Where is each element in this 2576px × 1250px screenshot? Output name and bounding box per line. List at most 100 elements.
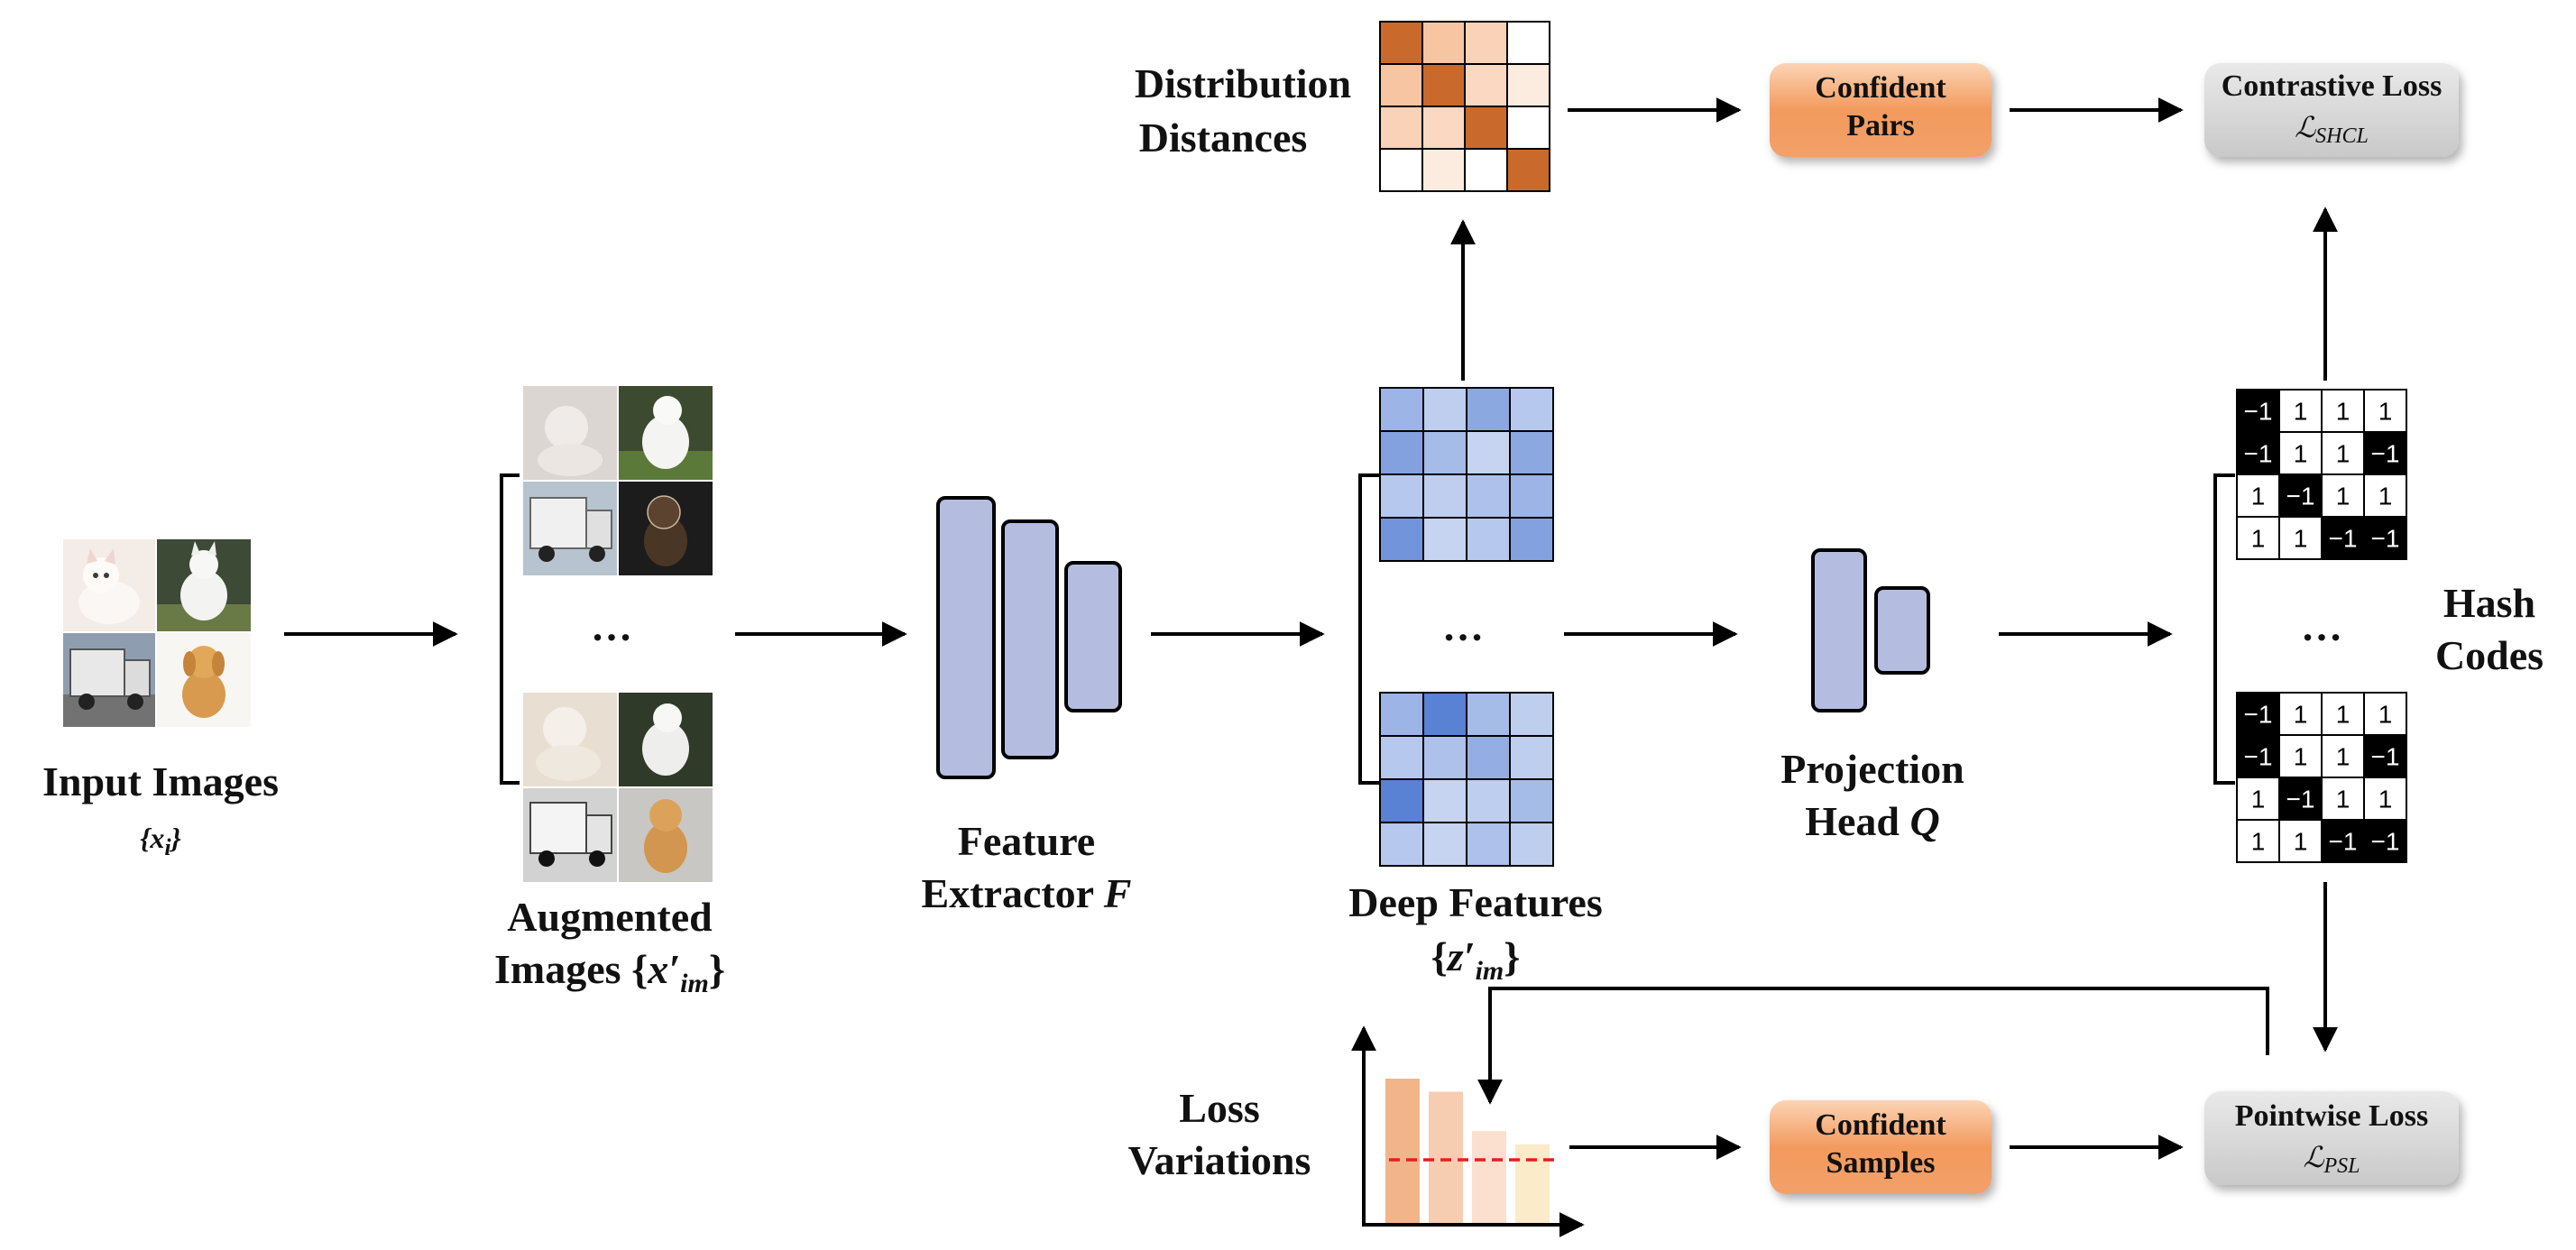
distance-cell xyxy=(1421,63,1466,107)
feature-cell xyxy=(1466,517,1511,562)
hash-codes-ellipsis: … xyxy=(2301,603,2342,649)
loss-bar xyxy=(1385,1079,1420,1223)
hash-cell-value: −1 xyxy=(2371,525,2400,553)
feature-cell xyxy=(1379,778,1424,823)
augmented-images-bottom xyxy=(523,693,713,882)
distance-cell xyxy=(1421,148,1466,192)
hash-cell-value: 1 xyxy=(2378,786,2393,813)
augmented-label-line1: Augmented xyxy=(507,894,713,940)
distance-cell xyxy=(1506,21,1550,65)
input-images-label: Input Images xyxy=(42,758,279,804)
feature-cell xyxy=(1422,778,1467,823)
hash-cell-value: 1 xyxy=(2294,828,2308,856)
distribution-distance-matrix xyxy=(1379,21,1550,192)
input-images-grid xyxy=(63,539,251,727)
distance-cell xyxy=(1421,21,1466,65)
projection-head xyxy=(1811,548,1930,712)
feature-extractor xyxy=(936,496,1122,779)
feature-cell xyxy=(1379,822,1424,867)
feature-cell xyxy=(1466,430,1511,475)
hash-cell-value: −1 xyxy=(2329,828,2358,856)
feature-cell xyxy=(1466,822,1511,867)
hash-cell-value: 1 xyxy=(2251,483,2266,510)
contrastive-loss-label: Contrastive Loss xyxy=(2222,69,2443,103)
feature-cell xyxy=(1422,387,1467,432)
hash-cell-value: −1 xyxy=(2244,701,2273,729)
hash-cell-value: 1 xyxy=(2336,483,2351,510)
hash-cell-value: 1 xyxy=(2251,786,2266,813)
input-image-puppy xyxy=(157,633,251,727)
feature-cell xyxy=(1379,517,1424,562)
loss-bars xyxy=(1385,1079,1550,1223)
confident-pairs-label-line1: Confident xyxy=(1815,71,1946,105)
hash-cell-value: 1 xyxy=(2294,440,2308,468)
feature-cell xyxy=(1466,473,1511,519)
confident-samples-label-line2: Samples xyxy=(1826,1146,1936,1180)
contrastive-loss-box xyxy=(2204,63,2459,157)
augmented-images-top xyxy=(523,386,713,575)
hash-cell-value: −1 xyxy=(2329,525,2358,553)
distance-cell xyxy=(1464,106,1508,150)
hash-codes-label-line1: Hash xyxy=(2443,580,2535,626)
feature-cell xyxy=(1466,778,1511,823)
hash-cell xyxy=(2363,819,2407,863)
input-images-math: {xi} xyxy=(140,822,181,860)
deep-features-matrix-bottom xyxy=(1379,692,1554,867)
input-image-truck xyxy=(63,633,155,727)
loss-bar xyxy=(1429,1091,1463,1223)
hash-cell-value: 1 xyxy=(2251,525,2266,553)
loss-variations-label-line1: Loss xyxy=(1179,1085,1259,1131)
distance-cell xyxy=(1506,106,1550,150)
feature-cell xyxy=(1422,430,1467,475)
deep-features-ellipsis: … xyxy=(1442,603,1484,649)
hash-cell-value: −1 xyxy=(2244,440,2273,468)
arrow-feedback-loop xyxy=(1477,987,2269,1105)
confident-pairs-label-line2: Pairs xyxy=(1846,109,1915,142)
distance-cell xyxy=(1421,106,1466,150)
distance-cell xyxy=(1464,148,1508,192)
distance-cell xyxy=(1506,148,1550,192)
projection-head-label-line1: Projection xyxy=(1780,746,1964,792)
loss-variations-chart xyxy=(1351,1025,1585,1237)
hash-cell xyxy=(2236,819,2280,863)
hash-codes-label-line2: Codes xyxy=(2435,632,2544,678)
feature-cell xyxy=(1509,387,1554,432)
distance-cell xyxy=(1379,106,1423,150)
hash-cell-value: 1 xyxy=(2378,701,2393,729)
feature-cell xyxy=(1422,473,1467,519)
augmented-ellipsis: … xyxy=(591,603,632,649)
hash-cell xyxy=(2321,516,2365,560)
deep-features-math: {z′im} xyxy=(1431,933,1521,986)
hash-cell xyxy=(2363,473,2407,518)
hash-cell xyxy=(2363,389,2407,433)
hash-cell-value: 1 xyxy=(2378,398,2393,426)
feature-cell xyxy=(1466,735,1511,780)
confident-samples-box xyxy=(1770,1100,1992,1194)
hash-cell-value: −1 xyxy=(2244,398,2273,426)
feature-cell xyxy=(1379,735,1424,780)
distribution-label-line2: Distances xyxy=(1139,115,1308,161)
distance-cell xyxy=(1379,21,1423,65)
distance-cell xyxy=(1506,63,1550,107)
deep-features-label: Deep Features xyxy=(1348,879,1602,925)
deep-features-matrix-top xyxy=(1379,387,1554,562)
feature-cell xyxy=(1422,517,1467,562)
hash-cell xyxy=(2236,516,2280,560)
hash-cell xyxy=(2236,431,2280,475)
loss-bar xyxy=(1515,1144,1550,1223)
loss-variations-label-line2: Variations xyxy=(1128,1137,1311,1183)
hash-cell xyxy=(2236,473,2280,518)
distance-cell xyxy=(1379,148,1423,192)
hash-cell xyxy=(2363,516,2407,560)
hash-cell xyxy=(2278,473,2323,518)
hash-cell-value: 1 xyxy=(2336,701,2351,729)
hash-cell xyxy=(2278,431,2323,475)
hash-cell xyxy=(2321,819,2365,863)
hash-cell-value: 1 xyxy=(2378,483,2393,510)
hash-cell-value: 1 xyxy=(2294,743,2308,771)
hash-cell-value: 1 xyxy=(2294,398,2308,426)
pointwise-loss-label: Pointwise Loss xyxy=(2235,1099,2428,1133)
hash-cell xyxy=(2278,692,2323,736)
feature-cell xyxy=(1422,822,1467,867)
